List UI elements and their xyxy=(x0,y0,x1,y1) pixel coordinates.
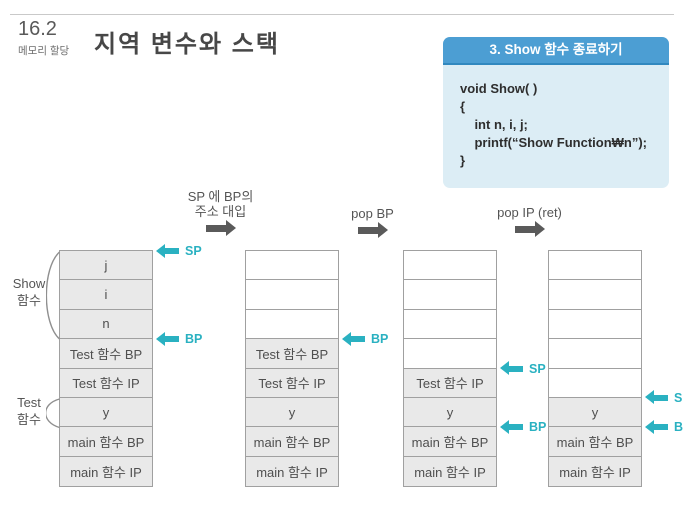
stack-cell: main 함수 BP xyxy=(246,427,338,457)
bp-pointer-label: BP xyxy=(185,332,203,347)
left-arrow-icon xyxy=(342,331,365,346)
stack-cell xyxy=(246,280,338,310)
stack-cell: y xyxy=(404,397,496,428)
bp-pointer: BP xyxy=(645,419,683,435)
transition-label: SP 에 BP의 주소 대입 xyxy=(187,189,254,219)
bp-pointer: BP xyxy=(342,331,389,347)
right-arrow-icon xyxy=(205,220,236,236)
stack-cell: main 함수 BP xyxy=(60,427,152,457)
code-line: } xyxy=(460,153,466,168)
bp-pointer: BP xyxy=(156,331,203,347)
sp-pointer-label: SP xyxy=(674,390,683,405)
right-arrow-icon xyxy=(514,221,545,237)
test-function-brace xyxy=(46,398,60,429)
stack-cell xyxy=(246,251,338,281)
bp-pointer: BP xyxy=(500,419,547,435)
left-arrow-icon xyxy=(500,361,523,375)
right-arrow-icon xyxy=(357,222,388,238)
stack-cell xyxy=(549,280,641,310)
stack-cell: main 함수 BP xyxy=(549,427,641,457)
stack-cell xyxy=(404,251,496,281)
code-box: 3. Show 함수 종료하기 void Show( ) { int n, i,… xyxy=(443,37,669,188)
stack-cell: Test 함수 IP xyxy=(60,368,152,398)
transition-pop-bp: pop BP xyxy=(325,206,420,238)
stack-cell: y xyxy=(246,397,338,428)
test-function-frame-label: Test 함수 xyxy=(17,395,41,427)
stack-cell: main 함수 IP xyxy=(404,456,496,486)
left-arrow-icon xyxy=(645,419,668,434)
section-subtitle: 메모리 할당 xyxy=(18,45,70,57)
top-divider xyxy=(10,14,674,15)
stack-cell: main 함수 IP xyxy=(60,456,152,486)
sp-pointer-label: SP xyxy=(529,361,546,376)
stack-cell xyxy=(549,369,641,398)
stack-cell: y xyxy=(60,397,152,428)
stack-cell: j xyxy=(60,251,152,281)
stack-cell: i xyxy=(60,280,152,310)
code-line: int n, i, j; xyxy=(460,117,528,132)
left-arrow-icon xyxy=(500,419,523,434)
stack-cell: main 함수 IP xyxy=(246,456,338,486)
stack-cell xyxy=(404,339,496,369)
stack-cell xyxy=(549,310,641,340)
section-number: 16.2 xyxy=(18,18,57,40)
left-arrow-icon xyxy=(156,331,179,346)
code-body: void Show( ) { int n, i, j; printf(“Show… xyxy=(443,65,669,170)
left-arrow-icon xyxy=(645,390,668,405)
stack-cell xyxy=(246,310,338,340)
show-function-brace xyxy=(46,251,60,340)
show-function-frame-label: Show 함수 xyxy=(12,276,46,308)
code-line: { xyxy=(460,99,466,114)
stack-cell: main 함수 BP xyxy=(404,427,496,457)
stack-cell xyxy=(404,280,496,310)
stack-cell: Test 함수 BP xyxy=(246,339,338,369)
transition-pop-ip: pop IP (ret) xyxy=(477,205,582,237)
code-box-title: 3. Show 함수 종료하기 xyxy=(443,37,669,65)
stack-cell: Test 함수 BP xyxy=(60,339,152,369)
bp-pointer-label: BP xyxy=(371,332,389,347)
sp-pointer: SP xyxy=(645,390,683,406)
stack-cell: Test 함수 IP xyxy=(246,368,338,398)
sp-pointer: SP xyxy=(156,243,202,259)
stack-cell xyxy=(549,251,641,281)
transition-sp-assign: SP 에 BP의 주소 대입 xyxy=(158,189,283,236)
stack-cell: Test 함수 IP xyxy=(404,368,496,398)
bp-pointer-label: BP xyxy=(529,420,547,435)
code-line: printf(“Show Function₩n”); xyxy=(460,135,648,150)
transition-label: pop BP xyxy=(351,206,394,221)
left-arrow-icon xyxy=(156,243,179,258)
stack-cell xyxy=(549,339,641,369)
stack-cell: main 함수 IP xyxy=(549,456,641,486)
sp-pointer: SP xyxy=(500,361,546,377)
code-line: void Show( ) xyxy=(460,81,538,96)
stack-cell: y xyxy=(549,397,641,428)
page-title: 지역 변수와 스택 xyxy=(94,31,280,58)
stack-cell: n xyxy=(60,309,152,340)
sp-pointer-label: SP xyxy=(185,244,202,258)
bp-pointer-label: BP xyxy=(674,420,683,435)
stack-cell xyxy=(404,310,496,340)
transition-label: pop IP (ret) xyxy=(497,205,562,220)
